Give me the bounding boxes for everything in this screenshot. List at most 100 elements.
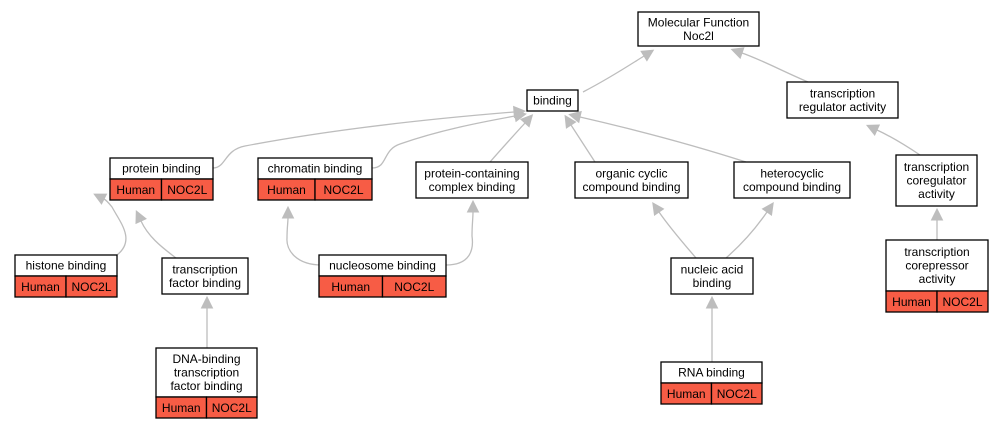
term-label-line: factor binding — [169, 276, 241, 290]
arrowhead-nucleosome_binding-to-protein_containing_complex_binding — [466, 199, 480, 213]
gene-cell — [381, 275, 447, 298]
arrowhead-transcription_corepressor_activity-to-transcription_coregulator_activity — [930, 207, 944, 221]
gene-label: NOC2L — [942, 295, 982, 309]
term-label-line: Noc2l — [683, 29, 714, 43]
arrowhead-transcription_coregulator_activity-to-transcription_regulator_activity — [865, 124, 881, 136]
edge-nucleic_acid_binding-to-organic_cyclic_compound_binding — [658, 211, 697, 259]
term-label-line: activity — [918, 187, 955, 201]
term-box — [895, 154, 978, 207]
species-label: Human — [267, 183, 306, 197]
term-label-line: protein binding — [122, 162, 201, 176]
term-box — [786, 81, 899, 119]
species-label: Human — [116, 183, 155, 197]
term-label-line: compound binding — [743, 180, 841, 194]
term-label-line: RNA binding — [678, 366, 745, 380]
term-label-line: transcription — [174, 366, 239, 380]
edge-chromatin_binding-to-binding — [371, 115, 516, 169]
arrowhead-histone_binding-to-protein_binding — [93, 193, 108, 205]
edge-nucleosome_binding-to-protein_containing_complex_binding — [445, 211, 474, 266]
species-label: Human — [331, 280, 370, 294]
term-box — [733, 161, 851, 199]
edge-histone_binding-to-protein_binding — [103, 198, 127, 256]
term-label-line: compound binding — [582, 180, 680, 194]
arrowhead-transcription_regulator_activity-to-molecular_function — [730, 47, 745, 60]
arrowhead-transcription_factor_binding-to-protein_binding — [135, 209, 147, 225]
gene-cell — [160, 178, 214, 201]
term-label-line: organic cyclic — [595, 166, 667, 180]
term-label-line: regulator activity — [799, 100, 886, 114]
arrowhead-chromatin_binding-to-binding — [513, 109, 527, 123]
term-box — [637, 11, 760, 47]
arrowhead-organic_cyclic_compound_binding-to-binding — [564, 114, 577, 129]
term-label-line: nucleosome binding — [329, 259, 436, 273]
term-label-line: transcription — [810, 86, 875, 100]
arrowhead-dna_binding_transcription_factor_binding-to-transcription_factor_binding — [200, 295, 214, 309]
term-box — [670, 257, 754, 295]
term-label-line: complex binding — [429, 180, 516, 194]
term-label-line: transcription — [904, 160, 969, 174]
term-label-line: corepressor — [905, 259, 968, 273]
go-term-binding[interactable]: binding — [526, 89, 579, 112]
term-label-line: DNA-binding — [172, 352, 240, 366]
edge-layer — [93, 47, 944, 362]
gene-cell — [936, 290, 989, 313]
edge-transcription_regulator_activity-to-molecular_function — [741, 52, 809, 83]
arrowhead-nucleic_acid_binding-to-organic_cyclic_compound_binding — [652, 201, 665, 216]
edge-nucleosome_binding-to-chromatin_binding — [286, 217, 323, 266]
gene-label: NOC2L — [212, 401, 252, 415]
edge-binding-to-molecular_function — [582, 55, 645, 93]
arrowhead-protein_containing_complex_binding-to-binding — [519, 114, 534, 128]
arrowhead-binding-to-molecular_function — [640, 49, 655, 62]
term-box — [161, 257, 249, 295]
gene-cell — [205, 396, 258, 419]
term-label-line: binding — [693, 276, 732, 290]
species-label: Human — [162, 401, 201, 415]
term-box — [155, 347, 258, 398]
edge-transcription_coregulator_activity-to-transcription_regulator_activity — [876, 129, 921, 156]
term-label-line: protein-containing — [424, 166, 519, 180]
term-label-line: Molecular Function — [648, 15, 749, 29]
term-box — [526, 89, 579, 112]
term-label-line: histone binding — [26, 259, 107, 273]
term-label-line: transcription — [904, 245, 969, 259]
species-label: Human — [21, 280, 60, 294]
gene-label: NOC2L — [394, 280, 434, 294]
edge-organic_cyclic_compound_binding-to-binding — [570, 124, 596, 163]
gene-label: NOC2L — [71, 280, 111, 294]
species-label: Human — [667, 387, 706, 401]
edge-nucleic_acid_binding-to-heterocyclic_compound_binding — [725, 211, 768, 259]
gene-label: NOC2L — [717, 387, 757, 401]
species-label: Human — [892, 295, 931, 309]
gene-label: NOC2L — [167, 183, 207, 197]
term-label-line: transcription — [172, 262, 237, 276]
term-box — [885, 239, 989, 292]
term-label-line: activity — [919, 272, 956, 286]
edge-heterocyclic_compound_binding-to-binding — [579, 116, 747, 163]
term-box — [574, 161, 689, 199]
gene-label: NOC2L — [323, 183, 363, 197]
term-box — [415, 161, 529, 199]
term-label-line: factor binding — [170, 379, 242, 393]
arrowhead-rna_binding-to-nucleic_acid_binding — [705, 295, 719, 309]
arrowhead-heterocyclic_compound_binding-to-binding — [568, 110, 582, 124]
edge-protein_containing_complex_binding-to-binding — [489, 122, 526, 163]
term-label-line: coregulator — [906, 174, 966, 188]
edge-transcription_factor_binding-to-protein_binding — [140, 220, 177, 259]
